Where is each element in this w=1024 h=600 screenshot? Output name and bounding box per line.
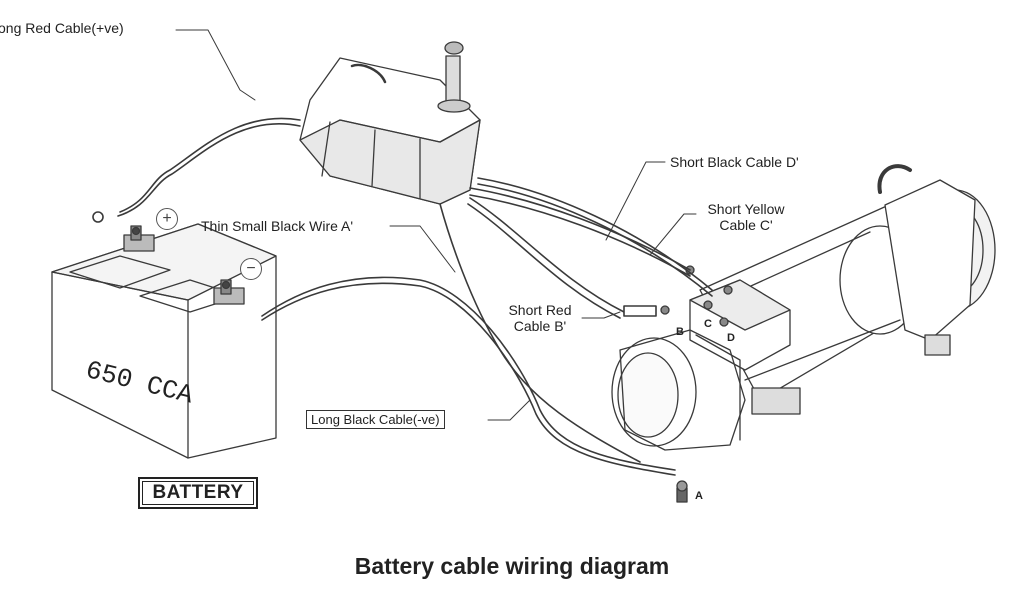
label-long-red-cable: ong Red Cable(+ve): [0, 20, 124, 36]
label-short-red-cable-b: Short Red Cable B': [500, 302, 580, 334]
negative-symbol: −: [240, 258, 262, 280]
battery-tag-border: [142, 481, 254, 505]
label-long-black-cable: Long Black Cable(-ve): [306, 410, 445, 429]
label-short-red-line1: Short Red: [508, 302, 572, 318]
terminal-label-c: C: [704, 318, 712, 330]
label-thin-small-black-wire-a: Thin Small Black Wire A': [201, 218, 354, 234]
battery-drawing: [51, 223, 277, 459]
terminal-label-b: B: [676, 326, 684, 338]
label-short-yellow-cable-c: Short Yellow Cable C': [700, 201, 792, 233]
winch-drawing: [611, 164, 996, 503]
terminal-label-a: A: [695, 490, 703, 502]
terminal-label-d: D: [727, 332, 735, 344]
control-box-drawing: [299, 41, 481, 205]
positive-symbol: +: [156, 208, 178, 230]
battery-negative-terminal: [213, 279, 245, 305]
cables: [92, 29, 713, 476]
label-short-yellow-line1: Short Yellow: [707, 201, 785, 217]
battery-tag: BATTERY: [138, 477, 258, 509]
battery-tag-text: BATTERY: [152, 482, 244, 503]
diagram-caption: Battery cable wiring diagram: [354, 553, 670, 579]
battery-positive-terminal: [123, 225, 155, 252]
label-short-red-line2: Cable B': [513, 318, 567, 334]
label-short-black-cable-d: Short Black Cable D': [670, 154, 799, 170]
label-short-yellow-line2: Cable C': [719, 217, 773, 233]
